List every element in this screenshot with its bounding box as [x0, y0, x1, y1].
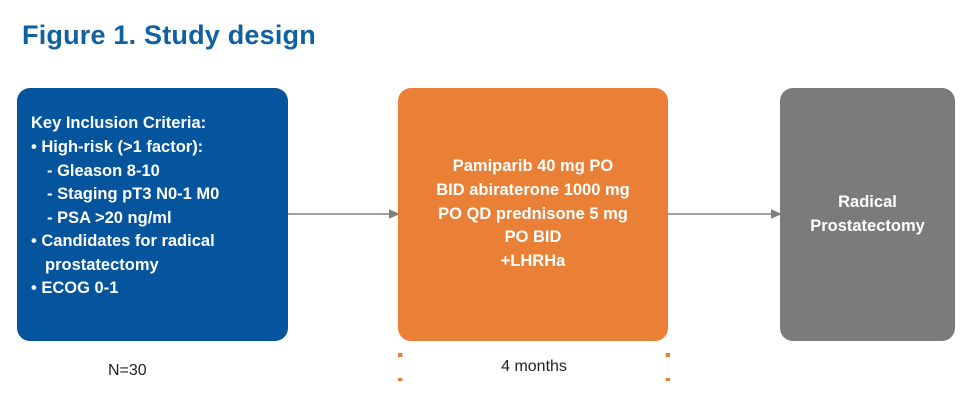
inclusion-criteria-heading: Key Inclusion Criteria:	[31, 114, 207, 132]
enrollment-label: N=30	[108, 362, 147, 379]
treatment-line-3: PO QD prednisone 5 mg	[438, 204, 628, 223]
arrow-right-icon-treatment-to-surgery	[668, 206, 782, 222]
treatment-line-5: +LHRHa	[500, 252, 566, 271]
criteria-line-ecog: • ECOG 0-1	[31, 278, 119, 297]
criteria-line-high-risk: • High-risk (>1 factor):	[31, 138, 204, 157]
criteria-line-prostatectomy: prostatectomy	[45, 255, 159, 274]
page-title: Figure 1. Study design	[22, 20, 316, 50]
criteria-line-gleason: - Gleason 8-10	[47, 161, 160, 180]
treatment-line-2: BID abiraterone 1000 mg	[436, 180, 630, 199]
treatment-box: Pamiparib 40 mg PO BID abiraterone 1000 …	[398, 88, 668, 341]
criteria-line-psa: - PSA >20 ng/ml	[47, 208, 172, 227]
treatment-line-1: Pamiparib 40 mg PO	[452, 156, 614, 175]
surgery-box: Radical Prostatectomy	[780, 88, 955, 341]
inclusion-criteria-box: Key Inclusion Criteria: • High-risk (>1 …	[17, 88, 288, 341]
criteria-line-candidates: • Candidates for radical	[31, 232, 215, 251]
duration-label: 4 months	[398, 357, 670, 378]
surgery-line-1: Radical	[838, 192, 897, 211]
criteria-line-staging: - Staging pT3 N0-1 M0	[47, 185, 220, 204]
arrow-right-icon-inclusion-to-treatment	[288, 206, 400, 222]
surgery-line-2: Prostatectomy	[810, 216, 925, 235]
treatment-line-4: PO BID	[504, 228, 562, 247]
